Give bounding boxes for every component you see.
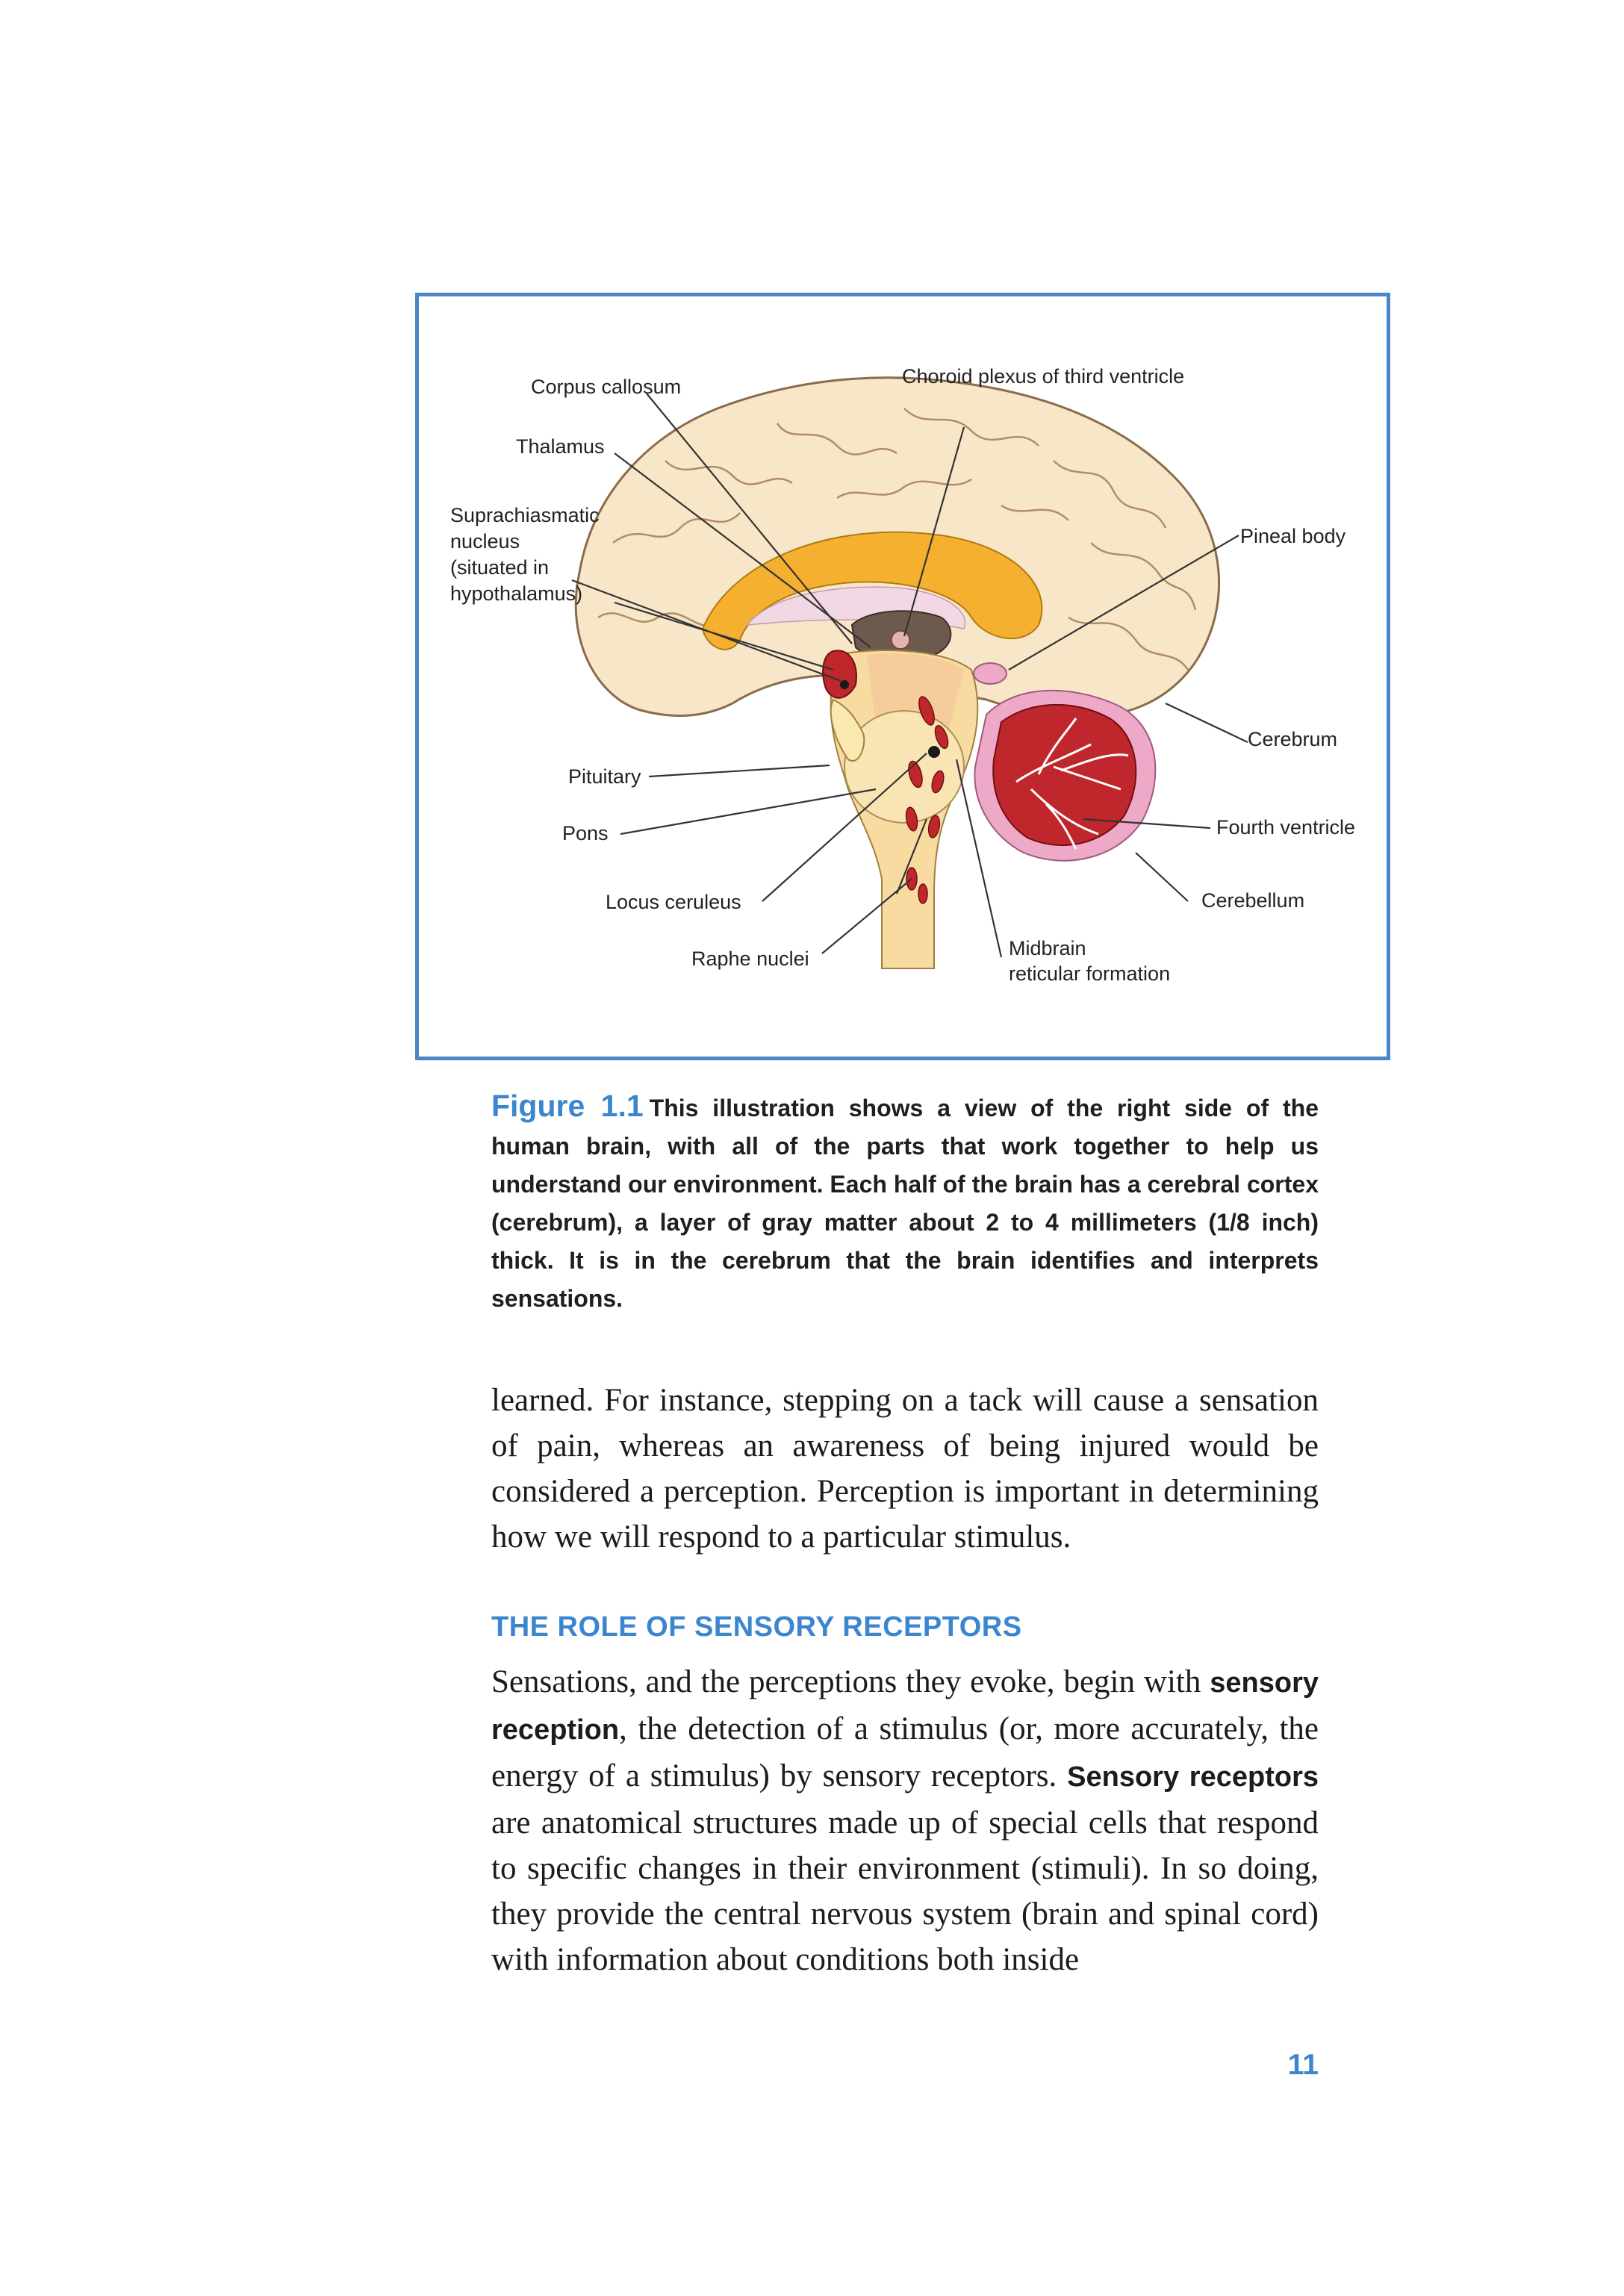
suprachiasmatic-shape <box>823 650 856 697</box>
label-pituitary: Pituitary <box>568 765 641 788</box>
label-suprachiasmatic-3: (situated in <box>450 556 549 579</box>
label-choroid-plexus: Choroid plexus of third ventricle <box>902 365 1184 388</box>
p2-text-e: are anatomical structures made up of spe… <box>491 1805 1319 1977</box>
brain-illustration: Corpus callosum Choroid plexus of third … <box>419 296 1387 1057</box>
label-locus-ceruleus: Locus ceruleus <box>606 891 741 913</box>
label-thalamus: Thalamus <box>516 435 605 458</box>
p2-text-a: Sensations, and the perceptions they evo… <box>491 1664 1210 1699</box>
label-midbrain-2: reticular formation <box>1009 962 1170 985</box>
label-suprachiasmatic-4: hypothalamus) <box>450 582 582 605</box>
figure-frame: Corpus callosum Choroid plexus of third … <box>415 293 1390 1060</box>
leader-pituitary <box>649 765 830 777</box>
body-paragraph-1: learned. For instance, stepping on a tac… <box>491 1378 1319 1560</box>
label-pons: Pons <box>562 822 609 844</box>
body-paragraph-2: Sensations, and the perceptions they evo… <box>491 1659 1319 1982</box>
label-suprachiasmatic-2: nucleus <box>450 530 520 553</box>
section-heading: THE ROLE OF SENSORY RECEPTORS <box>491 1611 1022 1643</box>
label-pineal-body: Pineal body <box>1240 525 1346 547</box>
page-number: 11 <box>1281 2049 1319 2082</box>
term-sensory-receptors: Sensory receptors <box>1067 1761 1319 1793</box>
label-corpus-callosum: Corpus callosum <box>531 376 681 398</box>
pons-shape <box>844 711 964 823</box>
pineal-body-shape <box>974 663 1007 684</box>
label-fourth-ventricle: Fourth ventricle <box>1216 816 1355 839</box>
cerebellum-inner <box>993 705 1136 845</box>
figure-number: Figure 1.1 <box>491 1089 644 1123</box>
label-suprachiasmatic-1: Suprachiasmatic <box>450 504 600 526</box>
figure-caption-text: This illustration shows a view of the ri… <box>491 1095 1319 1312</box>
label-cerebellum: Cerebellum <box>1201 889 1304 912</box>
label-raphe-nuclei: Raphe nuclei <box>691 948 809 970</box>
leader-cerebellum <box>1136 853 1188 901</box>
leader-pons <box>620 789 876 834</box>
leader-cerebrum <box>1166 703 1248 742</box>
label-midbrain-1: Midbrain <box>1009 937 1086 959</box>
label-cerebrum: Cerebrum <box>1248 728 1337 750</box>
